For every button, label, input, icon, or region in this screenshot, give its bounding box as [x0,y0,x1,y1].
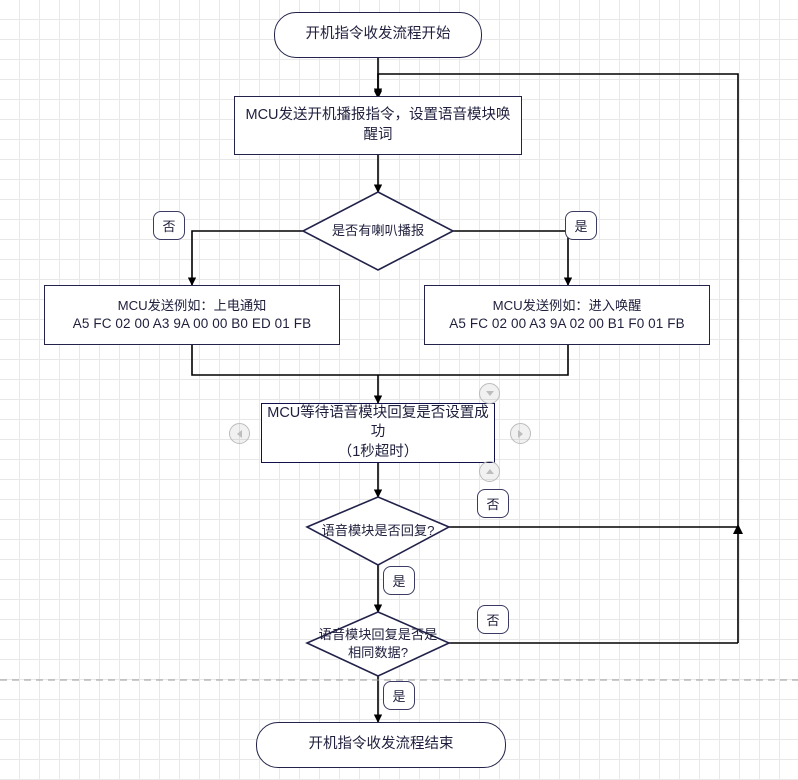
node-decision-same[interactable]: 语音模块回复是否是 相同数据? [307,612,449,676]
node-start[interactable]: 开机指令收发流程开始 [274,12,482,58]
node-send-command[interactable]: MCU发送开机播报指令，设置语音模块唤醒词 [234,96,522,155]
decision-speaker-shape [301,191,455,271]
decision-reply-shape [305,496,451,566]
node-decision-speaker[interactable]: 是否有喇叭播报 [303,192,453,270]
edge-label-speaker-yes[interactable]: 是 [565,211,597,240]
node-no-branch-command[interactable]: MCU发送例如：上电通知 A5 FC 02 00 A3 9A 00 00 B0 … [44,285,340,345]
node-send-command-label: MCU发送开机播报指令，设置语音模块唤醒词 [245,106,511,143]
arrow-left-handle[interactable] [229,423,250,444]
chevron-down-icon [485,391,494,396]
edge-label-speaker-yes-text: 是 [574,219,588,234]
node-no-branch-line1: MCU发送例如：上电通知 [117,297,267,313]
node-start-label: 开机指令收发流程开始 [305,26,451,43]
edge-rail-junction-arrow [733,524,743,534]
edge-label-speaker-no[interactable]: 否 [153,211,185,240]
node-decision-same-line2: 相同数据? [347,645,409,660]
chevron-right-icon [518,429,523,438]
edge-label-reply-yes[interactable]: 是 [383,566,415,595]
node-wait-reply-line2: （1秒超时） [337,443,419,460]
node-yes-branch-command[interactable]: MCU发送例如：进入唤醒 A5 FC 02 00 A3 9A 02 00 B1 … [424,285,710,345]
node-wait-reply[interactable]: MCU等待语音模块回复是否设置成功 （1秒超时） [261,403,495,463]
node-decision-speaker-label: 是否有喇叭播报 [331,223,425,239]
node-end-label: 开机指令收发流程结束 [308,736,454,753]
decision-same-shape [305,611,451,677]
edge-label-reply-no-text: 否 [486,497,500,512]
edge-label-speaker-no-text: 否 [162,219,176,234]
node-no-branch-line2: A5 FC 02 00 A3 9A 00 00 B0 ED 01 FB [72,315,312,331]
chevron-left-icon [237,429,242,438]
node-decision-reply[interactable]: 语音模块是否回复? [307,497,449,565]
edge-decide-no [187,230,303,286]
edge-right-box-merge [378,345,569,376]
node-decision-reply-label: 语音模块是否回复? [321,523,435,539]
node-yes-branch-line1: MCU发送例如：进入唤醒 [492,297,642,313]
edge-label-same-no-text: 否 [486,613,500,628]
node-wait-reply-line1: MCU等待语音模块回复是否设置成功 [267,404,489,441]
edge-label-same-no[interactable]: 否 [477,605,509,634]
edge-label-same-yes[interactable]: 是 [383,681,415,710]
node-decision-same-label: 语音模块回复是否是 相同数据? [307,612,449,676]
arrow-down-handle[interactable] [479,383,500,404]
node-end[interactable]: 开机指令收发流程结束 [256,722,506,768]
edge-label-reply-no[interactable]: 否 [477,489,509,518]
node-decision-same-line1: 语音模块回复是否是 [318,627,438,643]
chevron-up-icon [485,469,494,474]
arrow-right-handle[interactable] [510,423,531,444]
edge-left-box-merge [191,345,378,376]
arrow-up-handle[interactable] [479,461,500,482]
edge-label-reply-yes-text: 是 [392,574,406,589]
node-yes-branch-line2: A5 FC 02 00 A3 9A 02 00 B1 F0 01 FB [449,315,685,331]
edge-label-same-yes-text: 是 [392,689,406,704]
edge-feedback-rail [373,73,739,643]
